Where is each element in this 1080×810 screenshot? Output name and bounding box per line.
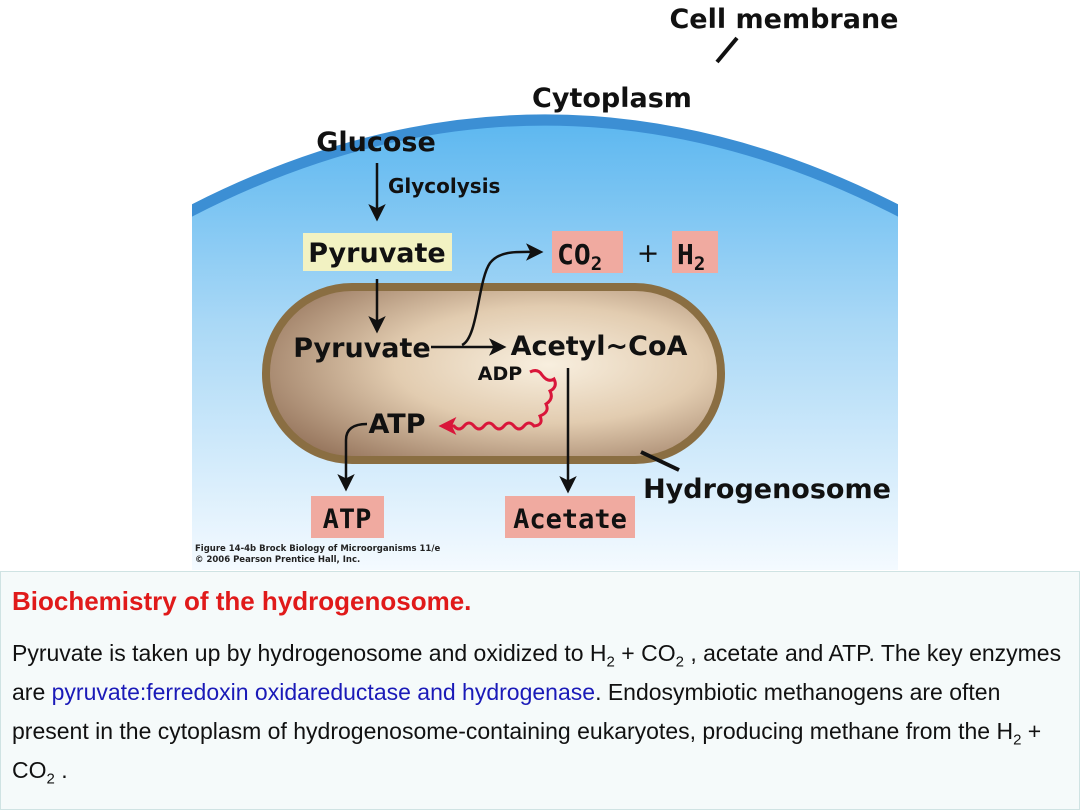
hydrogenosome-label: Hydrogenosome	[643, 474, 891, 505]
glucose-label: Glucose	[316, 127, 436, 158]
membrane-pointer	[715, 36, 739, 64]
acetate-box	[505, 496, 635, 538]
pyruvate-organelle-label: Pyruvate	[293, 333, 430, 364]
cell-membrane	[192, 114, 898, 217]
acetate-label: Acetate	[513, 504, 627, 535]
atp-product-box	[311, 496, 384, 538]
glycolysis-label: Glycolysis	[388, 174, 500, 198]
hydrogenosome-pointer	[640, 450, 680, 472]
figure-caption: Figure 14-4b Brock Biology of Microorgan…	[195, 544, 440, 566]
co2-label: CO2	[557, 238, 602, 275]
slide-heading: Biochemistry of the hydrogenosome.	[12, 586, 472, 616]
atp-product-label: ATP	[323, 504, 372, 535]
atp-inner-label: ATP	[368, 409, 425, 440]
cell-membrane-label: Cell membrane	[669, 4, 898, 35]
caption-line-2: © 2006 Pearson Prentice Hall, Inc.	[195, 555, 361, 565]
key-enzymes-text: pyruvate:ferredoxin oxidareductase and h…	[51, 679, 596, 705]
adp-atp-conversion-arrow	[438, 369, 557, 435]
description-text: Pyruvate is taken up by hydrogenosome an…	[12, 640, 1062, 788]
co2-box	[552, 231, 623, 273]
pyruvate-cytoplasm-box	[303, 233, 452, 271]
cytoplasm-label: Cytoplasm	[532, 83, 692, 114]
adp-label: ADP	[478, 363, 522, 385]
hydrogenosome-diagram: Cell membrane Cytoplasm Glucose Glycolys…	[192, 4, 899, 570]
h2-label: H2	[677, 238, 705, 275]
description-panel: Biochemistry of the hydrogenosome. Pyruv…	[0, 571, 1080, 810]
plus-sign: +	[637, 238, 660, 269]
caption-line-1: Figure 14-4b Brock Biology of Microorgan…	[195, 544, 441, 554]
acetyl-coa-label: Acetyl~CoA	[511, 331, 688, 362]
atp-export-arrow	[337, 422, 368, 492]
pyruvate-cytoplasm-label: Pyruvate	[308, 238, 445, 269]
h2-box	[672, 231, 718, 273]
co2-h2-release-arrow	[461, 243, 544, 347]
